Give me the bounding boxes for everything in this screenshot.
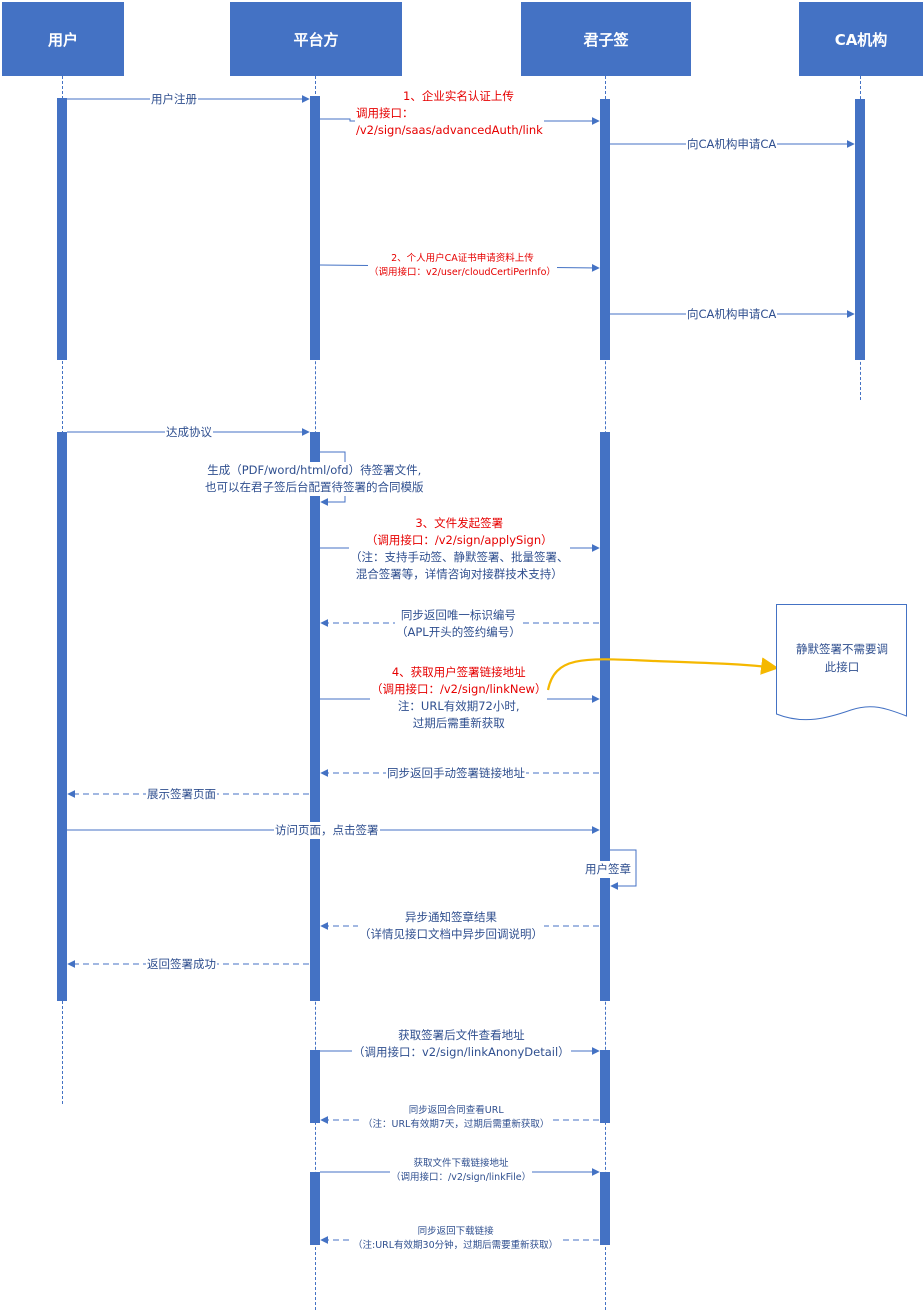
label-apply-ca-1: 向CA机构申请CA [686, 136, 778, 153]
note-shape [776, 604, 907, 721]
activation-junziqian-4 [600, 1172, 610, 1245]
activation-junziqian-3 [600, 1050, 610, 1123]
activation-user-2 [57, 432, 67, 1001]
label-apply-sign: 3、文件发起签署 （调用接口：/v2/sign/applySign） （注：支持… [349, 515, 570, 583]
label-return-link: 同步返回手动签署链接地址 [386, 765, 526, 782]
label-return-success: 返回签署成功 [146, 956, 217, 973]
label-generate-file: 生成（PDF/word/html/ofd）待签署文件, 也可以在君子签后台配置待… [204, 462, 425, 496]
label-agreement: 达成协议 [165, 424, 213, 441]
label-return-id: 同步返回唯一标识编号 （APL开头的签约编号） [395, 607, 522, 641]
label-view-url: 获取签署后文件查看地址 （调用接口：v2/sign/linkAnonyDetai… [352, 1027, 571, 1061]
label-get-link: 4、获取用户签署链接地址 （调用接口：/v2/sign/linkNew） 注：U… [370, 664, 548, 732]
activation-platform-3 [310, 1050, 320, 1123]
participant-ca: CA机构 [799, 2, 923, 76]
participant-label: 君子签 [583, 30, 629, 49]
activation-ca-1 [855, 99, 865, 360]
label-download-link: 获取文件下载链接地址 （调用接口：/v2/sign/linkFile） [390, 1157, 533, 1185]
participant-label: 用户 [47, 30, 78, 49]
label-return-view-url: 同步返回合同查看URL （注：URL有效期7天，过期后需重新获取） [362, 1104, 551, 1132]
label-user-stamp: 用户签章 [584, 861, 632, 878]
participant-label: 平台方 [293, 30, 339, 49]
label-return-download: 同步返回下载链接 （注:URL有效期30分钟，过期后需要重新获取） [352, 1225, 560, 1253]
label-enterprise-auth: 1、企业实名认证上传 调用接口： /v2/sign/saas/advancedA… [355, 88, 544, 139]
activation-user-1 [57, 98, 67, 360]
activation-junziqian-1 [600, 99, 610, 360]
participant-platform: 平台方 [230, 2, 402, 76]
note-pointer-arrow [546, 657, 779, 691]
label-show-page: 展示签署页面 [146, 786, 217, 803]
participant-label: CA机构 [834, 30, 888, 49]
note-text: 静默签署不需要调 此接口 [796, 642, 888, 674]
activation-platform-4 [310, 1172, 320, 1245]
activation-junziqian-2 [600, 432, 610, 1001]
participant-user: 用户 [2, 2, 124, 76]
arrow-user-stamp [610, 849, 637, 890]
label-visit-page: 访问页面，点击签署 [274, 822, 380, 839]
label-personal-ca: 2、个人用户CA证书申请资料上传 （调用接口：v2/user/cloudCert… [368, 252, 557, 280]
participant-junziqian: 君子签 [521, 2, 691, 76]
activation-platform-1 [310, 96, 320, 360]
label-async-notify: 异步通知签章结果 （详情见接口文档中异步回调说明） [358, 909, 544, 943]
label-apply-ca-2: 向CA机构申请CA [686, 306, 778, 323]
activation-platform-2 [310, 432, 320, 1001]
label-user-register: 用户注册 [150, 91, 198, 108]
